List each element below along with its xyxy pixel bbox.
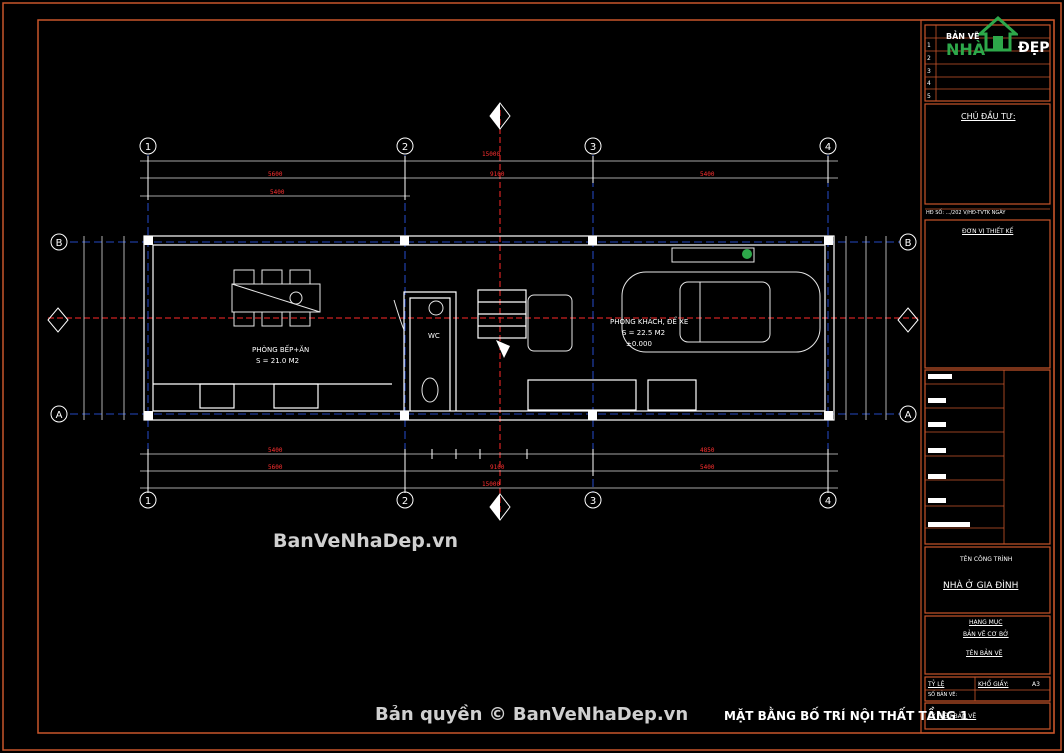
signature-placeholders	[928, 374, 970, 527]
axis-1-bottom: 1	[145, 496, 151, 507]
axis-a-left: A	[56, 410, 63, 421]
approver-label: KÝ HIỆU BẢN VẼ	[928, 713, 977, 720]
revision-row-5: 5	[927, 93, 931, 101]
section-arrow-fills	[490, 103, 500, 520]
dim-top-1: 5600	[268, 171, 283, 178]
axis-2-bottom: 2	[402, 496, 408, 507]
axis-1-top: 1	[145, 142, 151, 153]
axis-3-top: 3	[590, 142, 596, 153]
axis-lines	[70, 155, 900, 492]
logo: BẢN VẼ NHÀ ĐẸP	[946, 14, 1051, 64]
car-symbol	[621, 271, 821, 353]
dining-table	[231, 269, 321, 327]
dining-room-name: PHÒNG BẾP+ĂN	[252, 344, 309, 354]
drawing-name-label: TÊN BẢN VẼ	[966, 650, 1003, 657]
dim-top-2: 9100	[490, 171, 505, 178]
column-markers	[144, 236, 833, 420]
dimension-text: 15000 5600 9100 5400 5400 5400 4850 5600…	[268, 151, 715, 488]
room-labels: PHÒNG BẾP+ĂN S = 21.0 M2 WC PHÒNG KHÁCH,…	[252, 316, 688, 365]
category-label: HẠNG MỤC	[969, 619, 1003, 626]
building-walls	[143, 235, 835, 421]
axis-4-bottom: 4	[825, 496, 831, 507]
living-room-area: S = 22.5 M2	[622, 329, 665, 337]
revision-row-4: 4	[927, 80, 931, 88]
dim-bottom-4: 9100	[490, 464, 505, 471]
logo-text-top: BẢN VẼ	[946, 32, 980, 41]
grid-bubble-labels: 1 2 3 4 1 2 3 4 B A B A	[56, 142, 912, 507]
signature-table	[925, 208, 1050, 701]
axis-4-top: 4	[825, 142, 831, 153]
project-label: TÊN CÔNG TRÌNH	[960, 556, 1013, 563]
dim-bottom-2: 4850	[700, 447, 715, 454]
house-logo-icon	[978, 15, 1018, 52]
dimension-ticks	[147, 156, 829, 493]
axis-2-top: 2	[402, 142, 408, 153]
dim-top-total: 15000	[482, 151, 500, 158]
axis-a-right: A	[905, 410, 912, 421]
dining-room-area: S = 21.0 M2	[256, 357, 299, 365]
wc-fixtures	[421, 300, 444, 403]
paper-label: KHỔ GIẤY:	[978, 681, 1009, 688]
grid-lines	[48, 110, 918, 515]
category-value: BẢN VẼ CƠ BỞ	[963, 631, 1009, 638]
axis-3-bottom: 3	[590, 496, 596, 507]
stair-arrow	[496, 340, 510, 358]
living-room-level: ±0.000	[626, 340, 652, 348]
watermark-main: BanVeNhaDep.vn	[273, 530, 459, 552]
revision-row-1: 1	[927, 42, 931, 49]
sheet-no-label: SỐ BẢN VẼ:	[928, 692, 958, 698]
living-furniture	[527, 247, 755, 352]
grid-bubbles	[50, 137, 917, 509]
title-block	[920, 19, 1055, 734]
watermark-copyright: Bản quyền © BanVeNhaDep.vn	[375, 704, 689, 725]
door-arcs	[393, 299, 405, 331]
dim-bottom-1: 5400	[268, 447, 283, 454]
sheet-title: MẶT BẰNG BỐ TRÍ NỘI THẤT TẦNG 1	[724, 709, 969, 723]
dim-bottom-5: 5400	[700, 464, 715, 471]
dim-top-4: 5400	[270, 189, 285, 196]
plant-icon	[742, 249, 752, 259]
logo-text-main: NHÀ	[946, 40, 986, 59]
paper-value: A3	[1032, 681, 1040, 688]
revision-numbers: 1 2 3 4 5	[927, 40, 931, 104]
logo-text-side: ĐẸP	[1018, 40, 1050, 56]
dim-top-3: 5400	[700, 171, 715, 178]
scale-label: TỶ LỆ	[928, 681, 945, 688]
dim-bottom-total: 15000	[482, 481, 500, 488]
wc-room-name: WC	[428, 332, 440, 340]
project-name: NHÀ Ở GIA ĐÌNH	[943, 581, 1019, 591]
inner-frame	[37, 19, 1055, 734]
designer-label: ĐƠN VỊ THIẾT KẾ	[962, 228, 1014, 235]
axis-b-left: B	[56, 238, 63, 249]
living-room-name: PHÒNG KHÁCH, ĐỂ XE	[610, 316, 688, 326]
dimension-lines	[83, 160, 887, 489]
owner-label: CHỦ ĐẦU TƯ:	[961, 112, 1016, 121]
section-markers	[47, 102, 919, 521]
doc-no-label: HĐ SỐ: .../202 V/HĐ-TVTK NGÀY	[926, 210, 1006, 216]
axis-b-right: B	[905, 238, 912, 249]
revision-row-2: 2	[927, 54, 931, 62]
dim-bottom-3: 5600	[268, 464, 283, 471]
revision-row-3: 3	[927, 67, 931, 75]
